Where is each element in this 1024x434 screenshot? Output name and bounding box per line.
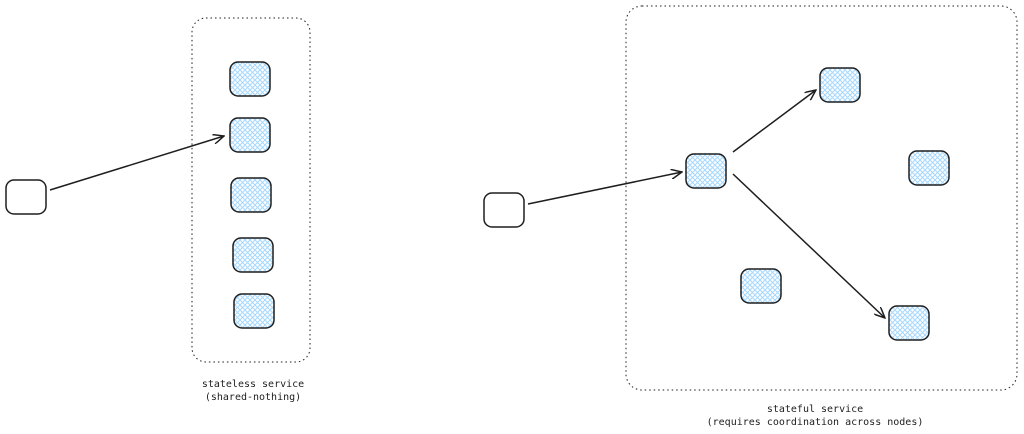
stateless-service-boundary <box>191 17 311 363</box>
client-node-left <box>5 179 47 215</box>
arrow-hub-to-top-node <box>732 90 816 153</box>
stateful-node <box>888 305 930 341</box>
stateful-node <box>908 150 950 186</box>
client-node-right <box>483 192 525 228</box>
stateful-subtitle: (requires coordination across nodes) <box>706 417 924 428</box>
arrow-client-to-hub <box>527 172 682 205</box>
stateful-node <box>740 268 782 304</box>
stateful-service-boundary <box>625 5 1018 391</box>
arrow-hub-to-bottom-node <box>732 173 885 318</box>
stateful-caption: stateful service (requires coordination … <box>707 403 924 429</box>
stateless-node <box>229 117 271 153</box>
stateless-title: stateless service <box>201 379 305 390</box>
stateless-caption: stateless service (shared-nothing) <box>202 378 304 404</box>
stateless-node <box>233 293 275 329</box>
stateful-node-hub <box>685 153 727 189</box>
arrow-client-to-stateless <box>49 136 224 191</box>
stateful-title: stateful service <box>766 404 864 415</box>
stateful-node <box>819 67 861 103</box>
stateless-node <box>229 61 271 97</box>
stateless-node <box>230 177 272 213</box>
stateless-node <box>232 237 274 273</box>
stateless-subtitle: (shared-nothing) <box>204 392 302 403</box>
